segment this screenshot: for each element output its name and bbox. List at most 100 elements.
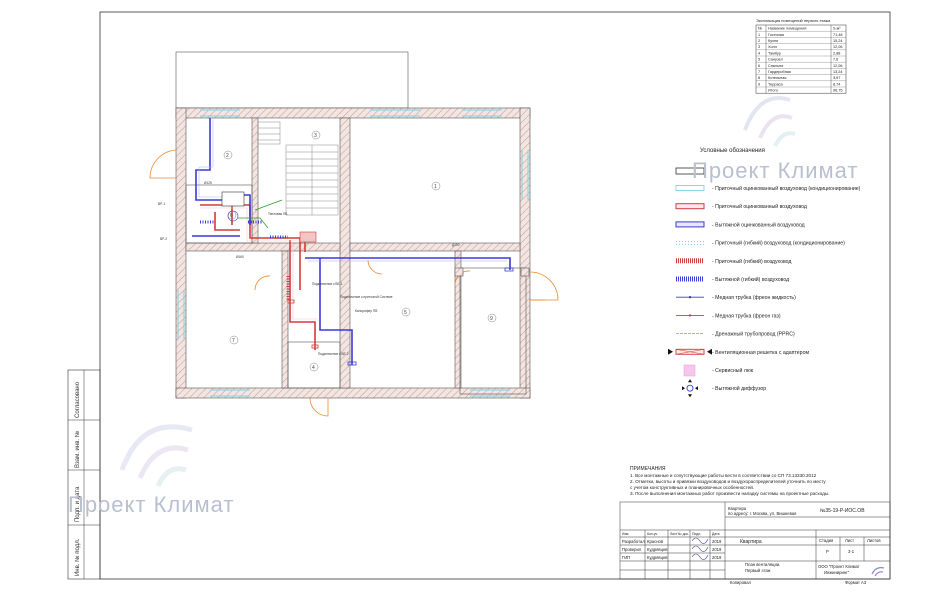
staircase xyxy=(257,121,339,216)
stamp-date-1: 2019 xyxy=(712,547,722,552)
stamp-copied: Копировал xyxy=(730,580,752,585)
logo-watermark-large xyxy=(119,424,193,488)
room-number-6: 6 xyxy=(230,213,233,219)
stamp-sheet-title-2: Первый этаж xyxy=(745,568,771,573)
legend-item-label: - Приточный оцинкованный воздуховод xyxy=(712,203,807,210)
notes: ПРИМЕЧАНИЯ 1. Все монтажные и сопутствую… xyxy=(630,466,829,496)
rooms-table-cell: 5 xyxy=(758,58,760,62)
rooms-table-cell: 9 xyxy=(758,82,760,86)
legend-item-label: - Сервисный люк xyxy=(712,367,754,374)
stamp-sheet-head: Лист xyxy=(845,538,854,543)
stamp-sheets-head: Листов xyxy=(867,538,881,543)
label-grille1: ВР-1 xyxy=(158,202,165,206)
rooms-table-cell: 6 xyxy=(758,64,760,68)
title-block xyxy=(619,501,891,580)
stamp-sheet: 3-1 xyxy=(848,549,855,554)
rooms-table-cell: 3 xyxy=(758,45,760,49)
stamp-company-2: Инжиниринг" xyxy=(824,570,850,575)
legend-title: Условные обозначения xyxy=(700,148,765,154)
stamp-col-5: Дата xyxy=(712,532,720,536)
legend-item-label: - Вытяжной (гибкий) воздуховод xyxy=(712,276,789,283)
rooms-table-cell: Котельная xyxy=(768,76,786,80)
terrace xyxy=(454,267,530,395)
signature-marks xyxy=(691,537,709,560)
stamp-address-2: по адресу: г. Москва, ул. Вишневая xyxy=(728,511,796,516)
room-number-4: 4 xyxy=(312,365,315,371)
room-number-3: 3 xyxy=(314,133,317,139)
grille-markers xyxy=(287,267,514,366)
rooms-table-cell: Кухня xyxy=(768,39,778,43)
rooms-table-cell: 96,75 xyxy=(833,89,843,93)
notes-title: ПРИМЕЧАНИЯ xyxy=(630,466,666,472)
rooms-table-cell: 71,48 xyxy=(833,33,843,37)
rooms-table-cell: 8 xyxy=(758,76,760,80)
watermark-text-bottom: Проект Климат xyxy=(68,492,235,517)
watermark-text-top: Проект Климат xyxy=(692,158,859,183)
legend-symbol xyxy=(675,185,705,191)
legend-item-label: - Вытяжной диффузор xyxy=(712,385,766,392)
stamp-company-1: ООО "Проект Климат xyxy=(818,564,860,569)
upper-outline xyxy=(175,51,409,109)
room-number-9: 9 xyxy=(490,316,493,322)
rooms-table-cell: 1 xyxy=(758,33,760,37)
rooms-table-cell: Название помещения xyxy=(768,27,806,31)
rooms-table-cell: 12,06 xyxy=(833,64,843,68)
stamp-name-0: Краснов xyxy=(647,539,664,544)
stamp-col-4: Подп. xyxy=(692,532,701,536)
legend-item-label: - Приточный (гибкий) воздуховод (кондици… xyxy=(712,240,845,247)
rooms-table-cell: Гардеробная xyxy=(768,70,791,74)
room-numbers: 2 3 1 7 5 4 9 6 xyxy=(223,130,497,372)
label-route2: Подключение к ВЕ-2 xyxy=(318,352,349,356)
strip-label-1: Взам. инв. № xyxy=(74,431,81,468)
stamp-code: №35-19-Р-ИОС.ОВ xyxy=(820,508,865,514)
label-grille2: ВР-2 xyxy=(160,237,167,241)
rooms-table-cell: 12,06 xyxy=(833,45,843,49)
exhaust-ducts xyxy=(192,118,511,365)
plan-labels: Подключение к ВЕ-1 Подключение к ВЕ-2 По… xyxy=(158,181,460,356)
rooms-table-cell: 7 xyxy=(758,70,760,74)
rooms-table-cell: 3,97 xyxy=(833,76,840,80)
rooms-table-cell: Итого xyxy=(768,89,778,93)
rooms-table-cell: 2 xyxy=(758,39,760,43)
rooms-table-cell: 4 xyxy=(758,51,760,55)
label-unit: Тепловая ПВ xyxy=(268,212,287,216)
stamp-object: Квартира xyxy=(740,539,762,545)
doors xyxy=(149,149,559,417)
rooms-table-cell: Спальня xyxy=(768,64,783,68)
sheet-frame xyxy=(99,11,891,580)
notes-line-3: 3. После выполнения монтажных работ прои… xyxy=(630,491,829,496)
stamp-col-0: Изм. xyxy=(622,532,629,536)
stamp-role-0: Разработал xyxy=(622,539,645,544)
notes-line-1: 2. Отметки, высоты и привязки воздуховод… xyxy=(630,478,826,484)
rooms-table-cell: Холл xyxy=(768,45,777,49)
stamp-name-1: Кудрявцев xyxy=(647,547,668,552)
label-dim1: Ø125 xyxy=(204,181,212,185)
label-route3: Подключение к приточной Системе xyxy=(340,295,393,299)
stamp-role-2: ГИП xyxy=(622,555,630,560)
legend-item-label: - Вытяжной оцинкованный воздуховод xyxy=(712,221,805,228)
stamp-col-3: № док. xyxy=(678,532,689,536)
rooms-table-title: Экспликация помещений первого этажа xyxy=(756,18,831,23)
label-duct: Д100 xyxy=(452,243,460,247)
legend-symbol xyxy=(686,384,694,392)
rooms-table-cell: 7,6 xyxy=(833,58,838,62)
legend-symbol xyxy=(676,240,704,246)
room-number-2: 2 xyxy=(226,153,229,159)
legend-symbol xyxy=(675,203,705,210)
equipment xyxy=(221,191,317,243)
stamp-name-2: Кудрявцев xyxy=(647,555,668,560)
rooms-table-cell: Терраса xyxy=(768,82,783,86)
legend-item-label: - Медная трубка (фреон газ) xyxy=(712,313,781,319)
rooms-table-cell: Тамбур xyxy=(768,51,781,55)
stamp-address-1: Квартира xyxy=(728,506,747,511)
stamp-date-0: 2019 xyxy=(712,539,722,544)
label-kalorifer: Калорифер ПВ xyxy=(355,309,377,313)
stamp-role-1: Проверил xyxy=(622,547,642,552)
legend-item-label: - Приточный (гибкий) воздуховод xyxy=(712,258,791,265)
legend-symbol xyxy=(683,364,696,377)
legend-item-label: - Дренажный трубопровод (PPRC) xyxy=(712,331,795,338)
rooms-table-cell: 8,74 xyxy=(833,82,840,86)
